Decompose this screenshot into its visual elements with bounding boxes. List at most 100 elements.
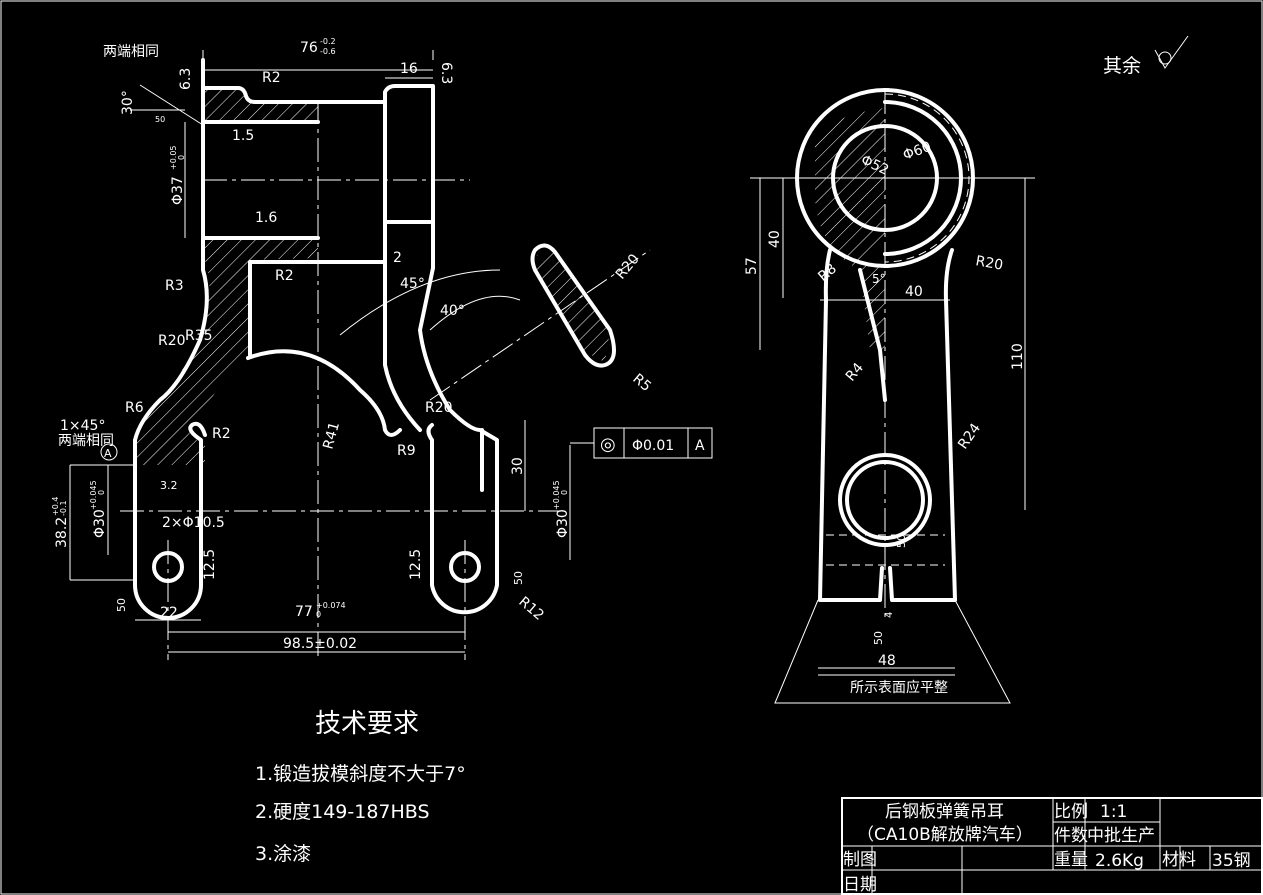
note-item: 1.锻造拔模斜度不大于7° xyxy=(255,763,466,785)
note-both-ends: 两端相同 xyxy=(58,433,114,449)
web-line xyxy=(858,268,887,402)
dim-40: 40 xyxy=(767,230,783,248)
tol: +0.4 xyxy=(51,497,60,516)
dim-38-2: 38.2 xyxy=(54,517,70,548)
dim-16: 16 xyxy=(400,61,418,77)
weight-label: 重量 xyxy=(1054,850,1088,870)
date-label: 日期 xyxy=(843,875,877,895)
dim-r6: R6 xyxy=(125,400,144,416)
tolerance-value: Φ0.01 xyxy=(632,438,674,454)
tol: -0.2 xyxy=(320,37,336,46)
dim-30: 30 xyxy=(510,457,526,475)
title-block: 后钢板弹簧吊耳 （CA10B解放牌汽车） 比例 1:1 件数 中批生产 重量 2… xyxy=(841,797,1263,895)
dim-r20: R20 xyxy=(974,253,1004,274)
hatch-left xyxy=(137,238,318,465)
roughness: 1.6 xyxy=(255,210,277,226)
dim-98-5: 98.5±0.02 xyxy=(283,636,357,652)
left-view xyxy=(69,50,571,660)
note-item: 3.涂漆 xyxy=(255,843,311,865)
bore-outline xyxy=(201,100,432,270)
dim-57: 57 xyxy=(744,257,760,275)
dim-1-5: 1.5 xyxy=(232,128,254,144)
roughness: 50 xyxy=(512,571,525,585)
dim-r20: R20 xyxy=(158,333,186,349)
dim-r2: R2 xyxy=(262,70,281,86)
roughness: 12.5 xyxy=(202,549,218,580)
tol: +0.074 xyxy=(316,601,346,610)
flat-surface-lines xyxy=(774,599,1011,704)
notes-title: 技术要求 xyxy=(315,709,419,739)
removed-section: R20 R5 xyxy=(429,243,654,401)
roughness: 50 xyxy=(872,631,885,645)
roughness: 12.5 xyxy=(408,549,424,580)
dim-77: 77 xyxy=(295,604,313,620)
dim-dia-60: Φ60 xyxy=(901,139,934,164)
tolerance-datum: A xyxy=(695,438,705,454)
drawn-by-label: 制图 xyxy=(843,850,877,870)
angle-30: 30° xyxy=(120,90,136,115)
angle-arcs xyxy=(339,269,521,336)
dim-dia-30: Φ30 xyxy=(555,509,571,538)
datum-circle xyxy=(100,443,118,461)
roughness: 3.2 xyxy=(160,479,178,492)
dim-48: 48 xyxy=(878,653,896,669)
quantity-label: 件数 xyxy=(1054,826,1088,846)
tol: +0.05 xyxy=(169,145,178,170)
right-view: 其余 Φ52 Φ60 57 40 R8 5° 40 R20 R4 110 R24… xyxy=(744,35,1189,704)
vehicle-name: （CA10B解放牌汽车） xyxy=(857,825,1033,845)
part-name: 后钢板弹簧吊耳 xyxy=(885,802,1004,822)
chamfer-note: 1×45° xyxy=(60,418,105,434)
note-item: 2.硬度149-187HBS xyxy=(255,801,430,823)
weight-value: 2.6Kg xyxy=(1095,851,1144,871)
scale-label: 比例 xyxy=(1054,802,1088,822)
tol: -0.1 xyxy=(59,500,68,516)
dim-r20: R20 xyxy=(425,400,453,416)
tol: 0 xyxy=(97,490,106,495)
dim-r3: R3 xyxy=(165,278,184,294)
dim-2: 2 xyxy=(393,250,402,266)
tol: 0 xyxy=(177,155,186,160)
dim-r12: R12 xyxy=(515,594,546,624)
dim-r9: R9 xyxy=(397,443,416,459)
roughness: 50 xyxy=(155,115,165,124)
tol: 0 xyxy=(316,610,321,619)
dim-4: 4 xyxy=(884,612,895,618)
scale-value: 1:1 xyxy=(1100,802,1127,822)
note-both-ends: 两端相同 xyxy=(103,44,159,60)
tol: 0 xyxy=(560,490,569,495)
right-leg xyxy=(418,266,499,615)
dim-110: 110 xyxy=(1010,343,1026,370)
part-outline-top xyxy=(201,84,435,270)
tolerance-frame: ◎ Φ0.01 A xyxy=(570,427,713,459)
datum-a: A xyxy=(104,447,112,460)
tol: -0.6 xyxy=(320,47,336,56)
dim-76: 76 xyxy=(300,40,318,56)
angle-5: 5° xyxy=(872,272,886,286)
dim-22: 22 xyxy=(160,605,178,621)
material-label: 材料 xyxy=(1162,850,1196,870)
roughness: 6.3 xyxy=(178,68,194,90)
angle-40: 40° xyxy=(440,303,465,319)
dim-40: 40 xyxy=(905,284,923,300)
section-outline xyxy=(530,243,616,368)
dim-r35: R35 xyxy=(185,328,213,344)
roughness: 50 xyxy=(115,598,128,612)
technical-requirements: 技术要求 1.锻造拔模斜度不大于7° 2.硬度149-187HBS 3.涂漆 xyxy=(255,709,466,865)
roughness: 6.3 xyxy=(438,62,454,84)
tol: +0.045 xyxy=(552,480,561,510)
dim-r20: R20 xyxy=(613,251,643,282)
left-view-labels: 两端相同 76 -0.2 -0.6 R2 16 6.3 6.3 30° 50 1… xyxy=(51,37,571,652)
dim-r24: R24 xyxy=(955,420,984,452)
dim-r5: R5 xyxy=(629,371,654,395)
quantity-value: 中批生产 xyxy=(1087,826,1155,846)
extension-lines xyxy=(70,50,434,581)
dim-r4: R4 xyxy=(843,360,867,385)
dim-holes: 2×Φ10.5 xyxy=(162,515,225,531)
roughness: 50 xyxy=(895,534,908,548)
angle-45: 45° xyxy=(400,276,425,292)
dim-dia-37: Φ37 xyxy=(170,176,186,205)
dim-r2: R2 xyxy=(275,268,294,284)
dim-r8: R8 xyxy=(815,261,840,285)
